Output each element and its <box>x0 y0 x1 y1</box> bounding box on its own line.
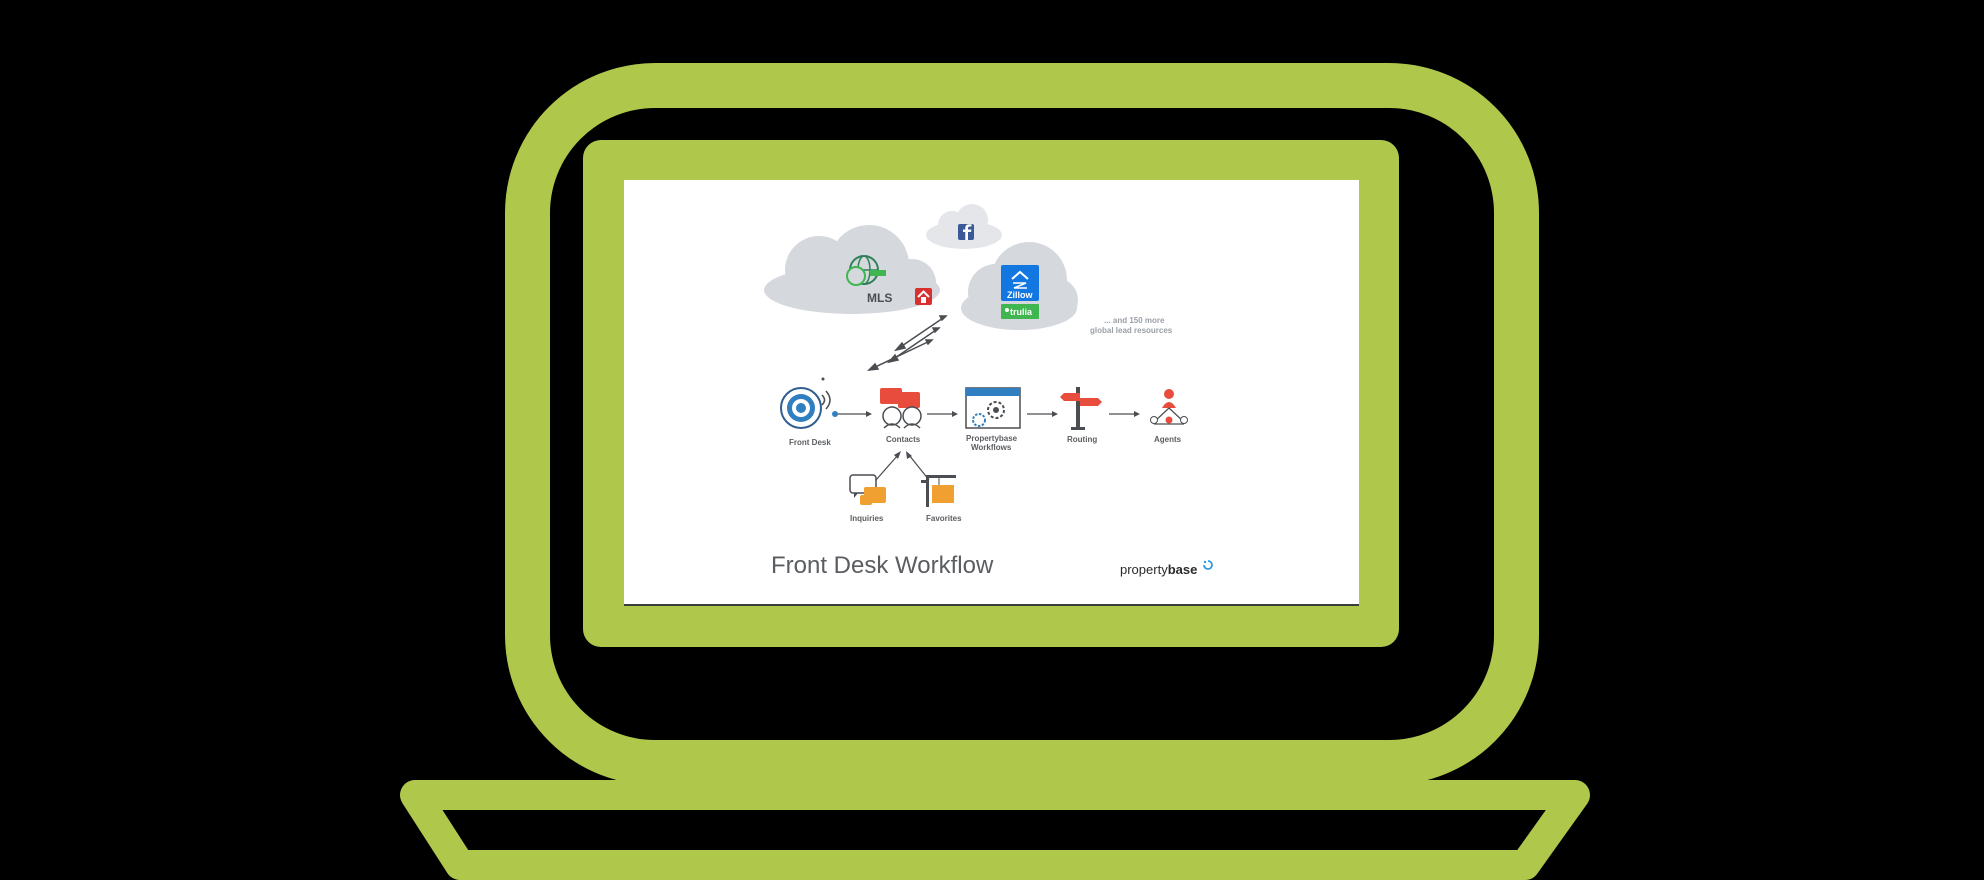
brand-mark-icon <box>1203 560 1213 570</box>
front-desk-icon <box>780 377 838 429</box>
globe-icon <box>846 255 886 286</box>
mls-cloud: MLS <box>764 225 940 314</box>
trulia-label: trulia <box>1010 307 1033 317</box>
page-title: Front Desk Workflow <box>771 552 994 579</box>
more-sources-line2: global lead resources <box>1090 326 1173 335</box>
workflows-label-line2: Workflows <box>971 443 1012 452</box>
arrow-workflows-routing <box>1027 411 1058 417</box>
zillow-logo: Zillow <box>1001 265 1039 301</box>
front-desk-label: Front Desk <box>789 438 831 447</box>
routing-label: Routing <box>1067 435 1097 444</box>
incoming-arrows <box>866 315 948 371</box>
laptop-screen: MLS Zillow <box>624 180 1359 606</box>
inquiries-label: Inquiries <box>850 514 884 523</box>
laptop-lid-frame <box>505 63 1539 785</box>
zillow-label: Zillow <box>1007 290 1033 300</box>
routing-icon <box>1060 387 1102 430</box>
mls-label: MLS <box>867 291 892 305</box>
more-sources-line1: ... and 150 more <box>1104 316 1165 325</box>
inquiries-icon <box>849 474 886 505</box>
arrows-to-contacts <box>875 451 930 481</box>
zillow-trulia-cloud: Zillow trulia <box>961 242 1078 330</box>
agents-label: Agents <box>1154 435 1182 444</box>
brand-text-part2: base <box>1167 562 1198 577</box>
favorites-icon <box>921 475 956 507</box>
facebook-cloud <box>926 204 1002 249</box>
workflows-label-line1: Propertybase <box>966 434 1018 443</box>
contacts-icon <box>880 388 922 429</box>
arrow-routing-agents <box>1109 411 1140 417</box>
laptop-base-outline <box>400 780 1590 880</box>
trulia-logo: trulia <box>1001 304 1039 319</box>
propertybase-logo: propertybase <box>1120 562 1197 577</box>
brand-text-part1: property <box>1120 562 1168 577</box>
agents-icon <box>1150 389 1188 425</box>
arrow-contacts-workflows <box>927 411 958 417</box>
contacts-label: Contacts <box>886 435 921 444</box>
favorites-label: Favorites <box>926 514 962 523</box>
arrow-frontdesk-contacts <box>838 411 872 417</box>
realtor-icon <box>915 288 932 305</box>
workflow-diagram: MLS Zillow <box>764 204 1188 523</box>
workflows-icon <box>965 387 1021 429</box>
